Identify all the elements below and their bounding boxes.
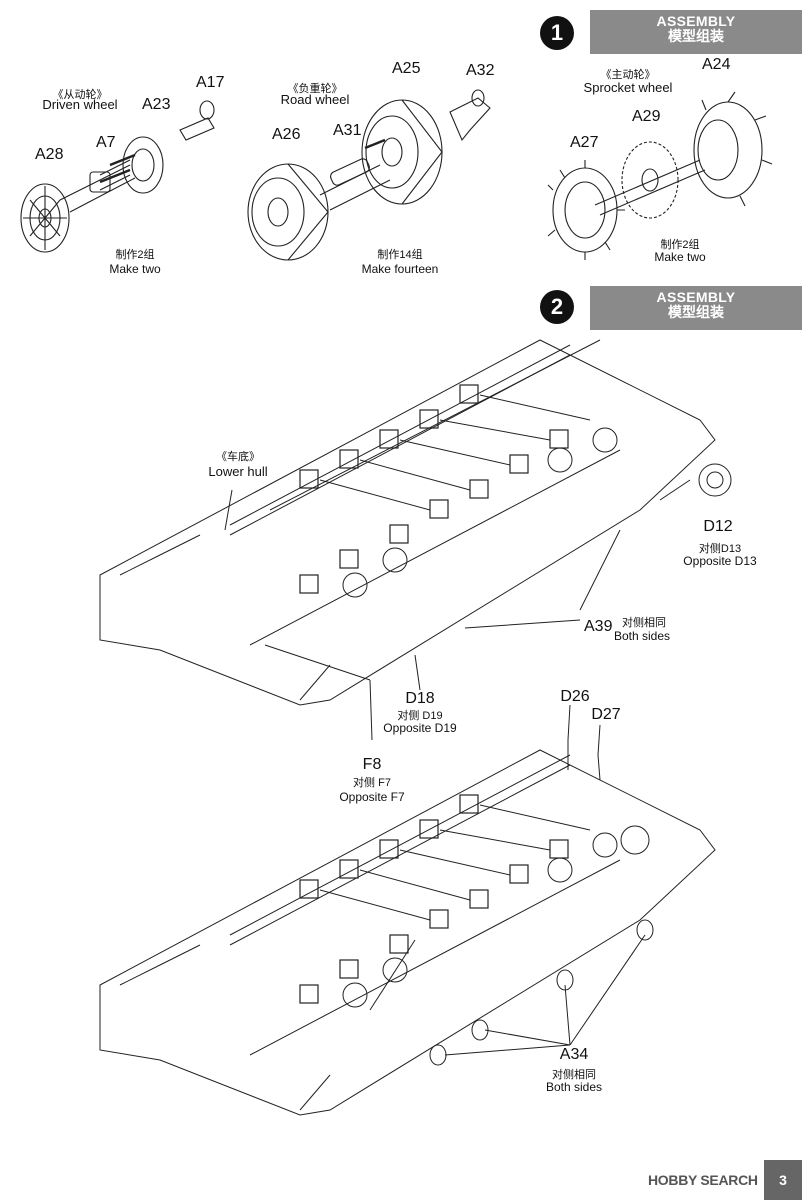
step-1-number: 1 [540, 16, 574, 50]
a39-both-sides-en: Both sides [614, 629, 671, 643]
sprocket-wheel-a29 [621, 141, 679, 219]
driven-wheel-a23-hub [122, 136, 164, 194]
a39-both-sides-cn: 对侧相同 [622, 617, 666, 629]
f8-opposite-cn: 对侧 F7 [353, 777, 391, 789]
road-wheel-make-cn: 制作14组 [377, 249, 423, 261]
step-2-banner-zh: 模型组装 [668, 304, 724, 321]
driven-wheel-a28-disc [20, 183, 70, 253]
page-number: 3 [764, 1160, 802, 1200]
part-label-a24: A24 [702, 56, 731, 73]
road-wheel-make-en: Make fourteen [361, 262, 439, 276]
lower-hull-label-cn: 《车底》 [216, 451, 260, 463]
d12-opposite-cn: 对侧D13 [698, 543, 742, 555]
d12-opposite-en: Opposite D13 [683, 554, 757, 568]
driven-wheel-make-cn: 制作2组 [115, 249, 155, 261]
part-label-a27: A27 [570, 134, 599, 151]
part-label-a7: A7 [96, 134, 116, 151]
part-label-a26: A26 [272, 126, 301, 143]
part-label-f8: F8 [362, 756, 382, 773]
sprocket-wheel-make-en: Make two [654, 250, 706, 264]
part-label-a23: A23 [142, 96, 171, 113]
road-wheel-label-cn: 《负重轮》 [287, 83, 343, 95]
a34-both-sides-cn: 对侧相同 [552, 1069, 596, 1081]
d18-opposite-en: Opposite D19 [383, 721, 457, 735]
part-label-a39: A39 [584, 618, 613, 635]
driven-wheel-make-en: Make two [109, 262, 161, 276]
part-label-d26: D26 [560, 688, 590, 705]
step-1-banner-zh: 模型组装 [668, 28, 724, 45]
part-label-d12: D12 [703, 518, 733, 535]
part-label-a34: A34 [559, 1046, 589, 1063]
driven-wheel-label-cn: 《从动轮》 [52, 89, 108, 101]
part-label-a25: A25 [392, 60, 421, 77]
part-label-a32: A32 [466, 62, 495, 79]
step-2-number: 2 [540, 290, 574, 324]
step-1-banner-en: ASSEMBLY [656, 13, 736, 29]
sprocket-wheel-make-cn: 制作2组 [660, 239, 700, 251]
road-wheel-label-en: Road wheel [280, 92, 350, 107]
hobby-search-logo: HOBBY SEARCH [648, 1172, 758, 1188]
driven-wheel-label-en: Driven wheel [42, 97, 118, 112]
part-label-a17: A17 [196, 74, 225, 91]
step-1-illustration [20, 89, 773, 261]
step-2-banner: ASSEMBLY 模型组装 [590, 286, 802, 330]
part-label-d18: D18 [405, 690, 435, 707]
part-label-a29: A29 [632, 108, 661, 125]
f8-opposite-en: Opposite F7 [339, 790, 405, 804]
sprocket-wheel-label-cn: 《主动轮》 [600, 69, 656, 81]
part-label-a31: A31 [333, 122, 362, 139]
d18-opposite-cn: 对侧 D19 [397, 710, 443, 722]
lower-hull-lower-drawing [99, 749, 716, 1116]
a34-both-sides-en: Both sides [545, 1080, 603, 1094]
lower-hull-label-en: Lower hull [208, 464, 268, 479]
sprocket-wheel-label-en: Sprocket wheel [583, 80, 673, 95]
part-label-a28: A28 [35, 146, 64, 163]
part-label-d27: D27 [591, 706, 621, 723]
lower-hull-upper-drawing [99, 339, 716, 706]
step-2-banner-en: ASSEMBLY [656, 289, 736, 305]
step-1-banner: ASSEMBLY 模型组装 [590, 10, 802, 54]
